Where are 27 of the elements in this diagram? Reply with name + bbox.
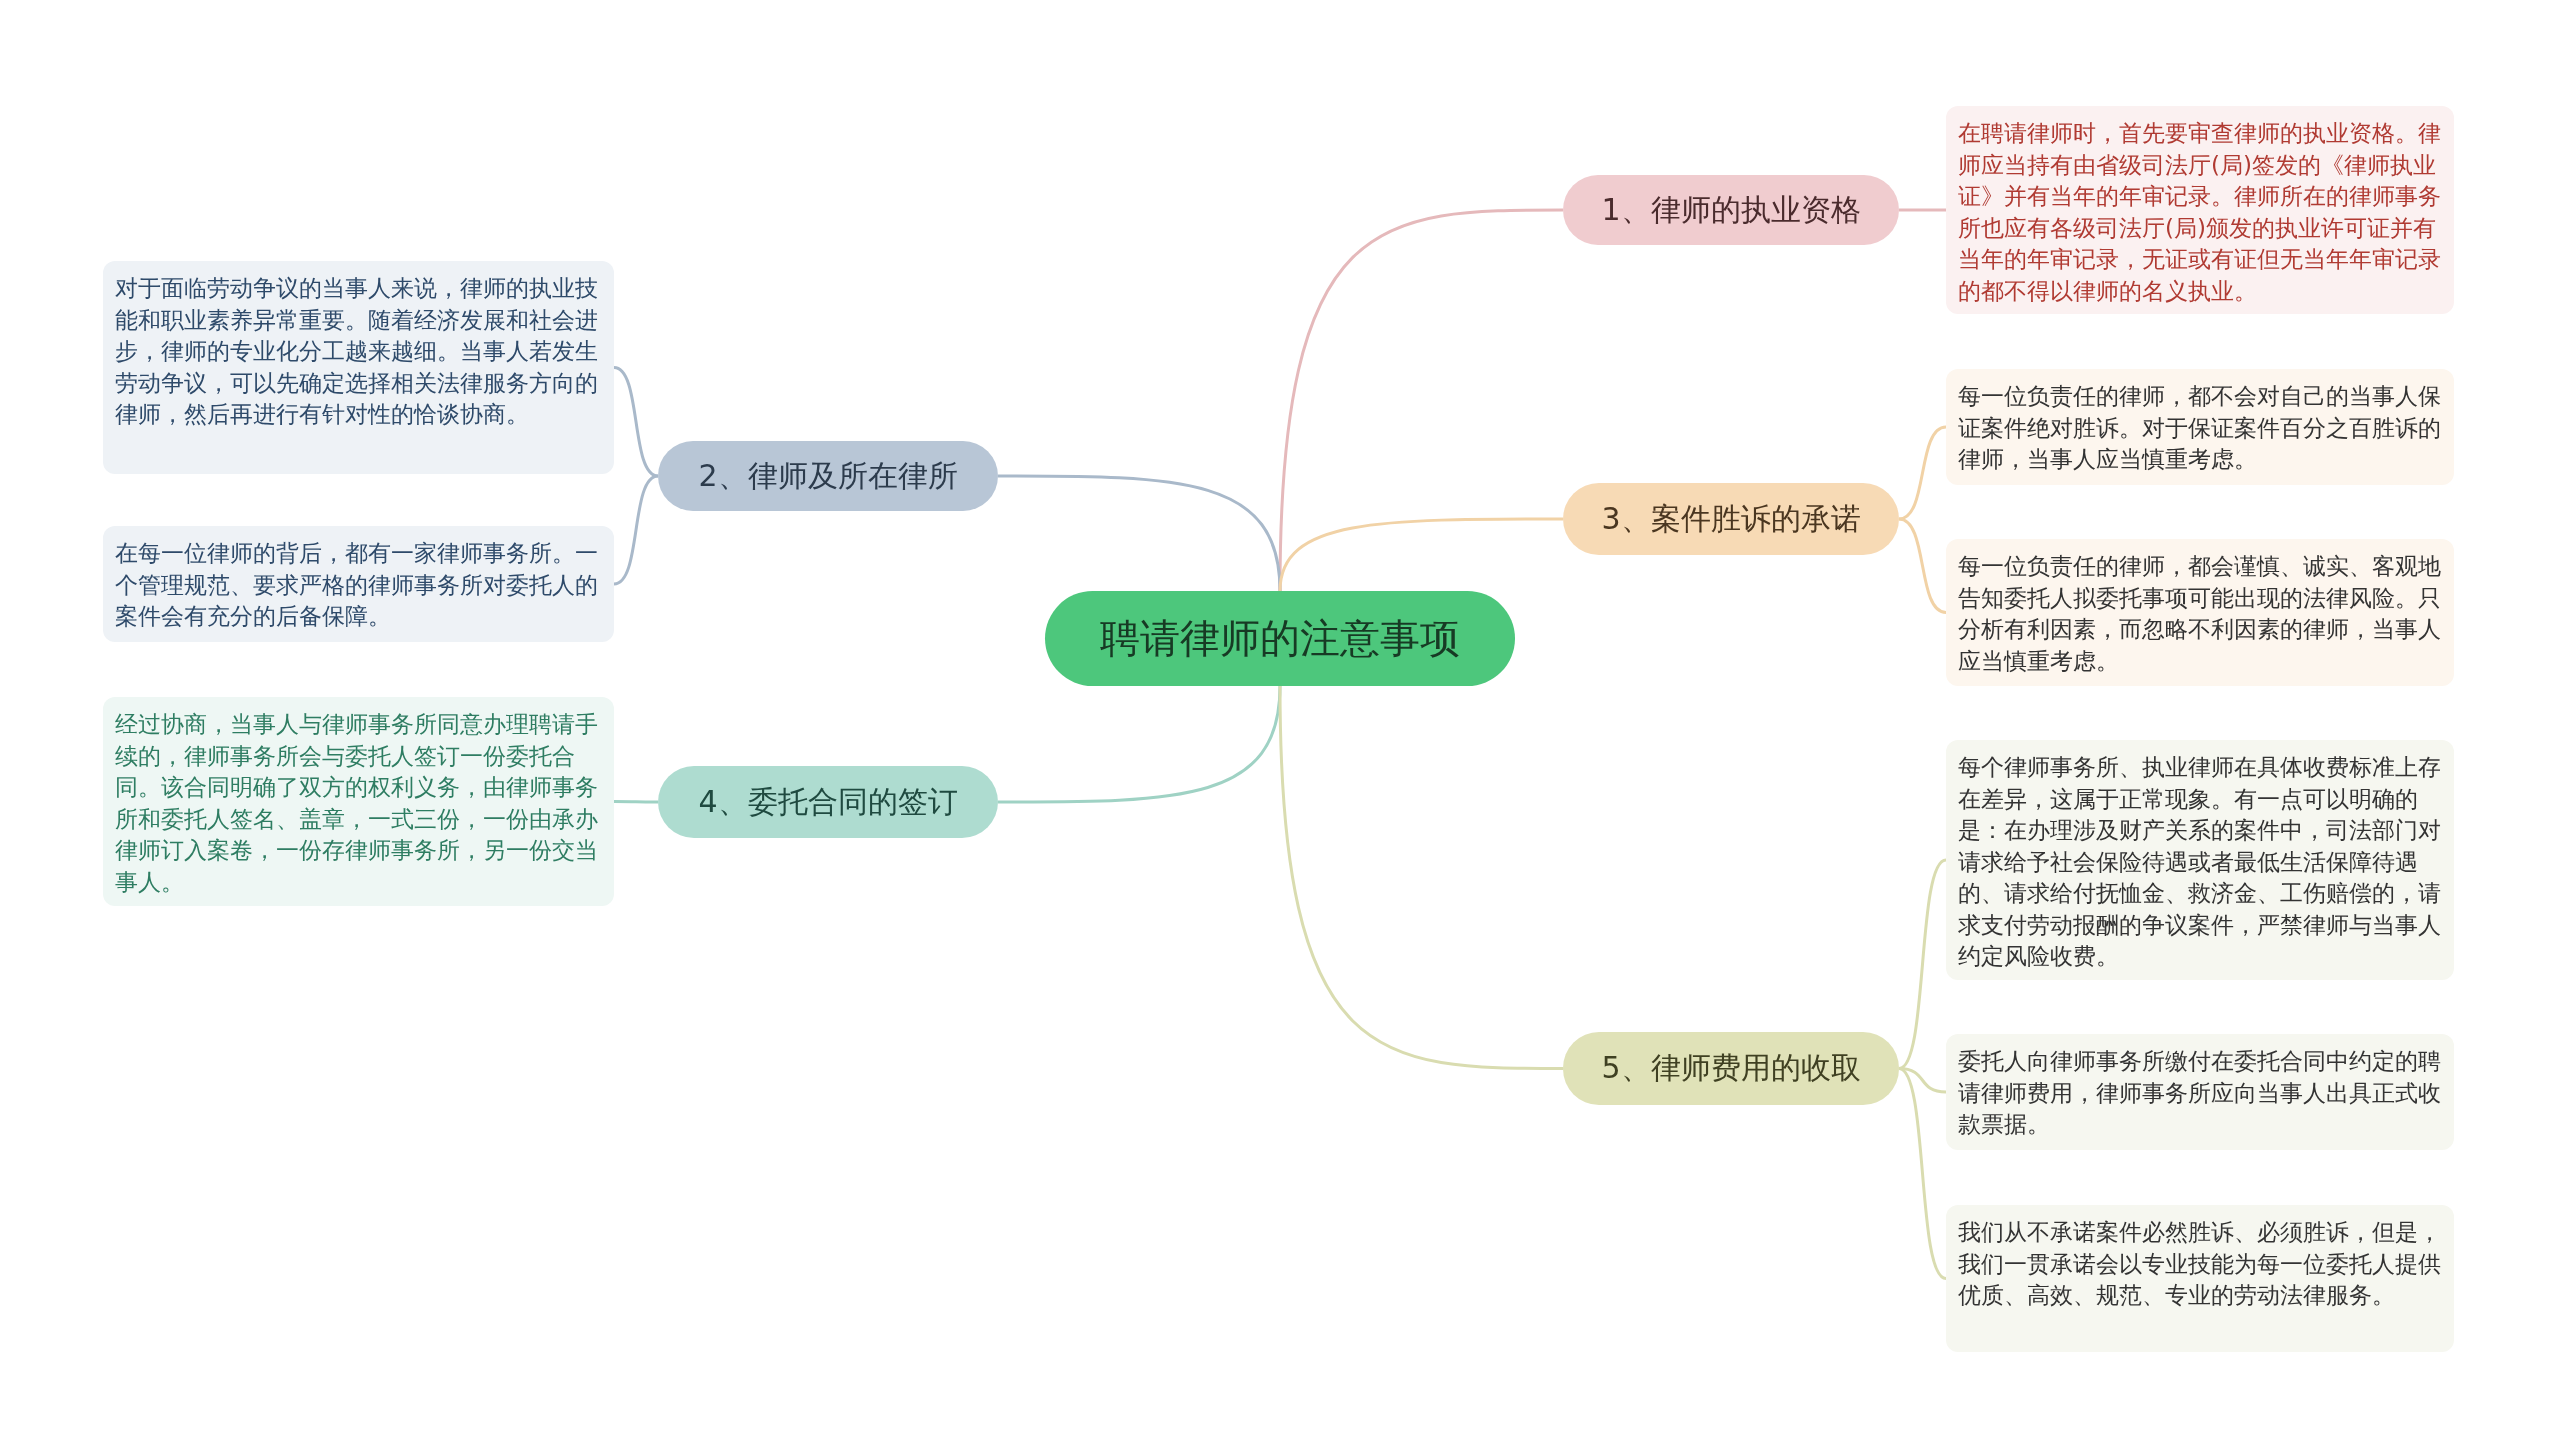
topic-box: 2、律师及所在律所 [658, 441, 998, 511]
connector-line [1898, 858, 1947, 1070]
connector-line [613, 366, 659, 478]
note-box: 经过协商，当事人与律师事务所同意办理聘请手续的，律师事务所会与委托人签订一份委托合同。该合同明确了双方的权利义务，由律师事务所和委托人签名、盖章，一式三份，一份由承办律师订入案卷，一份存律师事务所，另一份交当事人。 [103, 697, 614, 906]
connector-line [614, 800, 658, 804]
topic-box: 5、律师费用的收取 [1563, 1032, 1899, 1105]
note-box: 每个律师事务所、执业律师在具体收费标准上存在差异，这属于正常现象。有一点可以明确的是：在办理涉及财产关系的案件中，司法部门对请求给予社会保险待遇或者最低生活保障待遇的、请求给付抚恤金、救济金、工伤赔偿的，请求支付劳动报酬的争议案件，严禁律师与当事人约定风险收费。 [1946, 740, 2454, 980]
note-box: 委托人向律师事务所缴付在委托合同中约定的聘请律师费用，律师事务所应向当事人出具正式收款票据。 [1946, 1034, 2454, 1150]
note-box: 在每一位律师的背后，都有一家律师事务所。一个管理规范、要求严格的律师事务所对委托人的案件会有充分的后备保障。 [103, 526, 614, 642]
connector-line [1898, 1067, 1947, 1280]
note-box: 对于面临劳动争议的当事人来说，律师的执业技能和职业素养异常重要。随着经济发展和社会进步，律师的专业化分工越来越细。当事人若发生劳动争议，可以先确定选择相关法律服务方向的律师，然后再进行有针对性的恰谈协商。 [103, 261, 614, 474]
central-topic: 聘请律师的注意事项 [1045, 591, 1515, 686]
note-box: 每一位负责任的律师，都不会对自己的当事人保证案件绝对胜诉。对于保证案件百分之百胜诉的律师，当事人应当慎重考虑。 [1946, 369, 2454, 485]
connector-line [1898, 517, 1947, 614]
topic-box: 1、律师的执业资格 [1563, 175, 1899, 245]
connector-line [998, 685, 1282, 804]
connector-line [1898, 425, 1947, 521]
connector-line [1899, 208, 1946, 212]
note-box: 我们从不承诺案件必然胜诉、必须胜诉，但是，我们一贯承诺会以专业技能为每一位委托人提供优质、高效、规范、专业的劳动法律服务。 [1946, 1205, 2454, 1352]
topic-box: 3、案件胜诉的承诺 [1563, 483, 1899, 555]
topic-box: 4、委托合同的签订 [658, 766, 998, 838]
connector-line [998, 474, 1282, 592]
connector-line [613, 474, 659, 586]
note-box: 每一位负责任的律师，都会谨慎、诚实、客观地告知委托人拟委托事项可能出现的法律风险。只分析有利因素，而忽略不利因素的律师，当事人应当慎重考虑。 [1946, 539, 2454, 686]
connector-line [1278, 517, 1563, 592]
connector-line [1278, 685, 1563, 1070]
note-box: 在聘请律师时，首先要审查律师的执业资格。律师应当持有由省级司法厅(局)签发的《律师执业证》并有当年的年审记录。律师所在的律师事务所也应有各级司法厅(局)颁发的执业许可证并有当年的年审记录，无证或有证但无当年年审记录的都不得以律师的名义执业。 [1946, 106, 2454, 314]
